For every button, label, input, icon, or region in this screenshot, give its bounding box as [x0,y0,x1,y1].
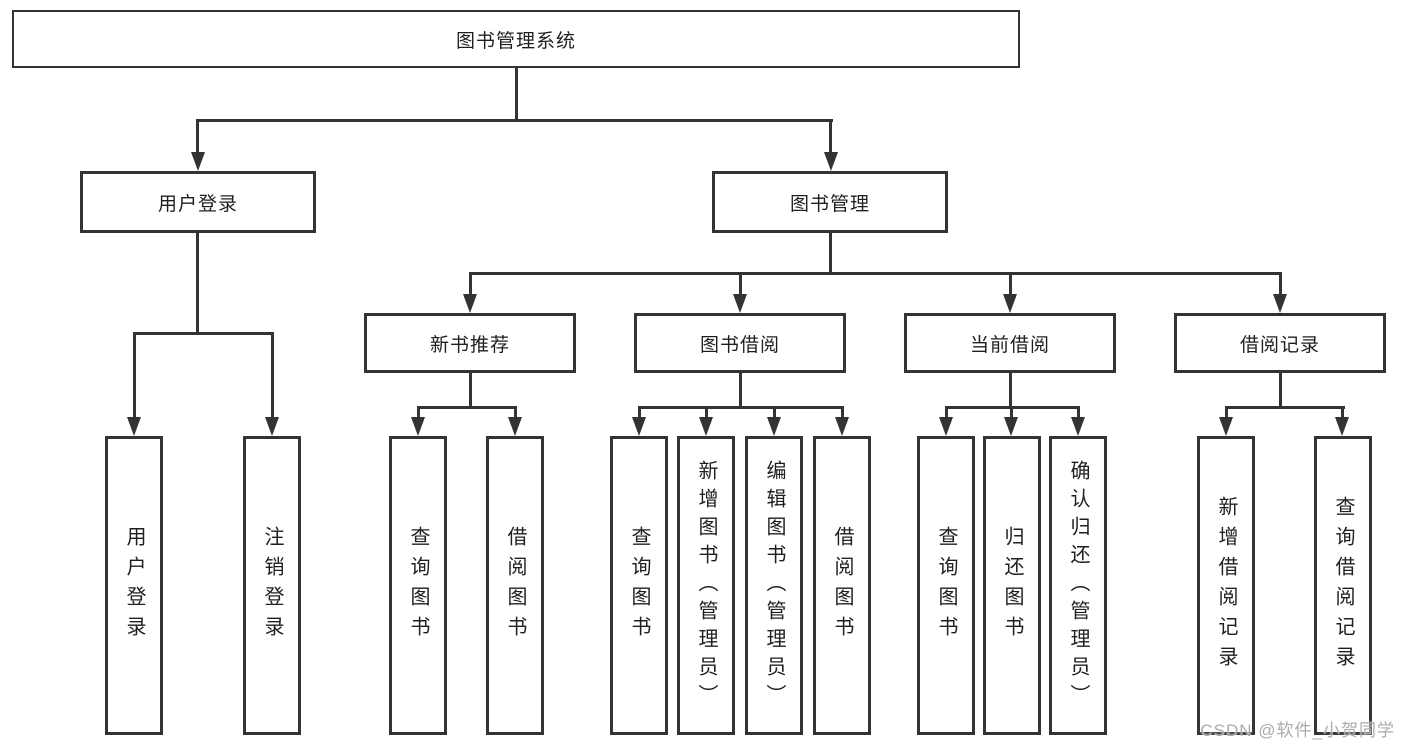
node-root-label: 图书管理系统 [455,30,576,52]
connector-line [773,406,776,422]
node-book-borrow: 图书借阅 [634,313,846,373]
leaf-add-book-admin: 新增图书（管理员） [677,436,735,735]
leaf-query-book-3-label: 查询图书 [935,525,957,646]
arrow-down-icon [1335,417,1349,436]
node-current-borrow-label: 当前借阅 [969,334,1050,356]
connector-line [133,332,274,335]
leaf-edit-book-admin-label: 编辑图书（管理员） [763,459,785,712]
leaf-add-borrow-record: 新增借阅记录 [1197,436,1255,735]
arrow-down-icon [767,417,781,436]
connector-line [417,406,517,409]
leaf-confirm-return-admin-label: 确认归还（管理员） [1067,459,1089,712]
leaf-user-login: 用户登录 [105,436,163,735]
connector-line [1341,406,1344,422]
connector-line [1009,373,1012,409]
connector-line [739,373,742,409]
connector-line [469,272,472,300]
connector-line [1279,373,1282,409]
connector-line [1009,272,1012,300]
leaf-logout: 注销登录 [243,436,301,735]
connector-line [515,68,518,121]
arrow-down-icon [411,417,425,436]
leaf-query-borrow-record-label: 查询借阅记录 [1332,495,1354,676]
connector-line [196,119,833,122]
connector-line [133,332,136,420]
connector-line [271,332,274,420]
node-user-login-label: 用户登录 [157,193,238,215]
leaf-user-login-label: 用户登录 [123,525,145,646]
connector-line [739,272,742,300]
leaf-add-book-admin-label: 新增图书（管理员） [695,459,717,712]
connector-line [1279,272,1282,300]
arrow-down-icon [632,417,646,436]
arrow-down-icon [1004,417,1018,436]
connector-line [1010,406,1013,422]
node-borrow-record: 借阅记录 [1174,313,1386,373]
node-user-login: 用户登录 [80,171,316,233]
connector-line [638,406,844,409]
leaf-borrow-book-2: 借阅图书 [813,436,871,735]
leaf-return-book: 归还图书 [983,436,1041,735]
csdn-watermark: CSDN @软件_小贺同学 [1200,721,1395,740]
connector-line [469,373,472,409]
leaf-edit-book-admin: 编辑图书（管理员） [745,436,803,735]
connector-line [829,119,832,157]
leaf-confirm-return-admin: 确认归还（管理员） [1049,436,1107,735]
connector-line [829,233,832,274]
arrow-down-icon [699,417,713,436]
arrow-down-icon [463,294,477,313]
node-new-book-recommend: 新书推荐 [364,313,576,373]
connector-line [196,233,199,334]
arrow-down-icon [127,417,141,436]
connector-line [1225,406,1228,422]
connector-line [417,406,420,422]
node-book-management: 图书管理 [712,171,948,233]
arrow-down-icon [191,152,205,171]
connector-line [638,406,641,422]
connector-line [196,119,199,157]
connector-line [1077,406,1080,422]
node-book-borrow-label: 图书借阅 [699,334,780,356]
connector-line [705,406,708,422]
connector-line [469,272,1282,275]
leaf-add-borrow-record-label: 新增借阅记录 [1215,495,1237,676]
arrow-down-icon [265,417,279,436]
leaf-query-book-2-label: 查询图书 [628,525,650,646]
connector-line [514,406,517,422]
node-new-book-recommend-label: 新书推荐 [429,334,510,356]
leaf-borrow-book-1-label: 借阅图书 [504,525,526,646]
leaf-borrow-book-1: 借阅图书 [486,436,544,735]
arrow-down-icon [733,294,747,313]
leaf-borrow-book-2-label: 借阅图书 [831,525,853,646]
connector-line [841,406,844,422]
leaf-query-book-2: 查询图书 [610,436,668,735]
arrow-down-icon [1003,294,1017,313]
connector-line [945,406,948,422]
arrow-down-icon [824,152,838,171]
arrow-down-icon [1071,417,1085,436]
arrow-down-icon [1273,294,1287,313]
arrow-down-icon [508,417,522,436]
leaf-query-borrow-record: 查询借阅记录 [1314,436,1372,735]
node-borrow-record-label: 借阅记录 [1239,334,1320,356]
node-root: 图书管理系统 [12,10,1020,68]
arrow-down-icon [835,417,849,436]
node-book-management-label: 图书管理 [789,193,870,215]
arrow-down-icon [939,417,953,436]
leaf-query-book-1-label: 查询图书 [407,525,429,646]
leaf-return-book-label: 归还图书 [1001,525,1023,646]
leaf-query-book-3: 查询图书 [917,436,975,735]
leaf-query-book-1: 查询图书 [389,436,447,735]
connector-line [1225,406,1345,409]
node-current-borrow: 当前借阅 [904,313,1116,373]
arrow-down-icon [1219,417,1233,436]
leaf-logout-label: 注销登录 [261,525,283,646]
